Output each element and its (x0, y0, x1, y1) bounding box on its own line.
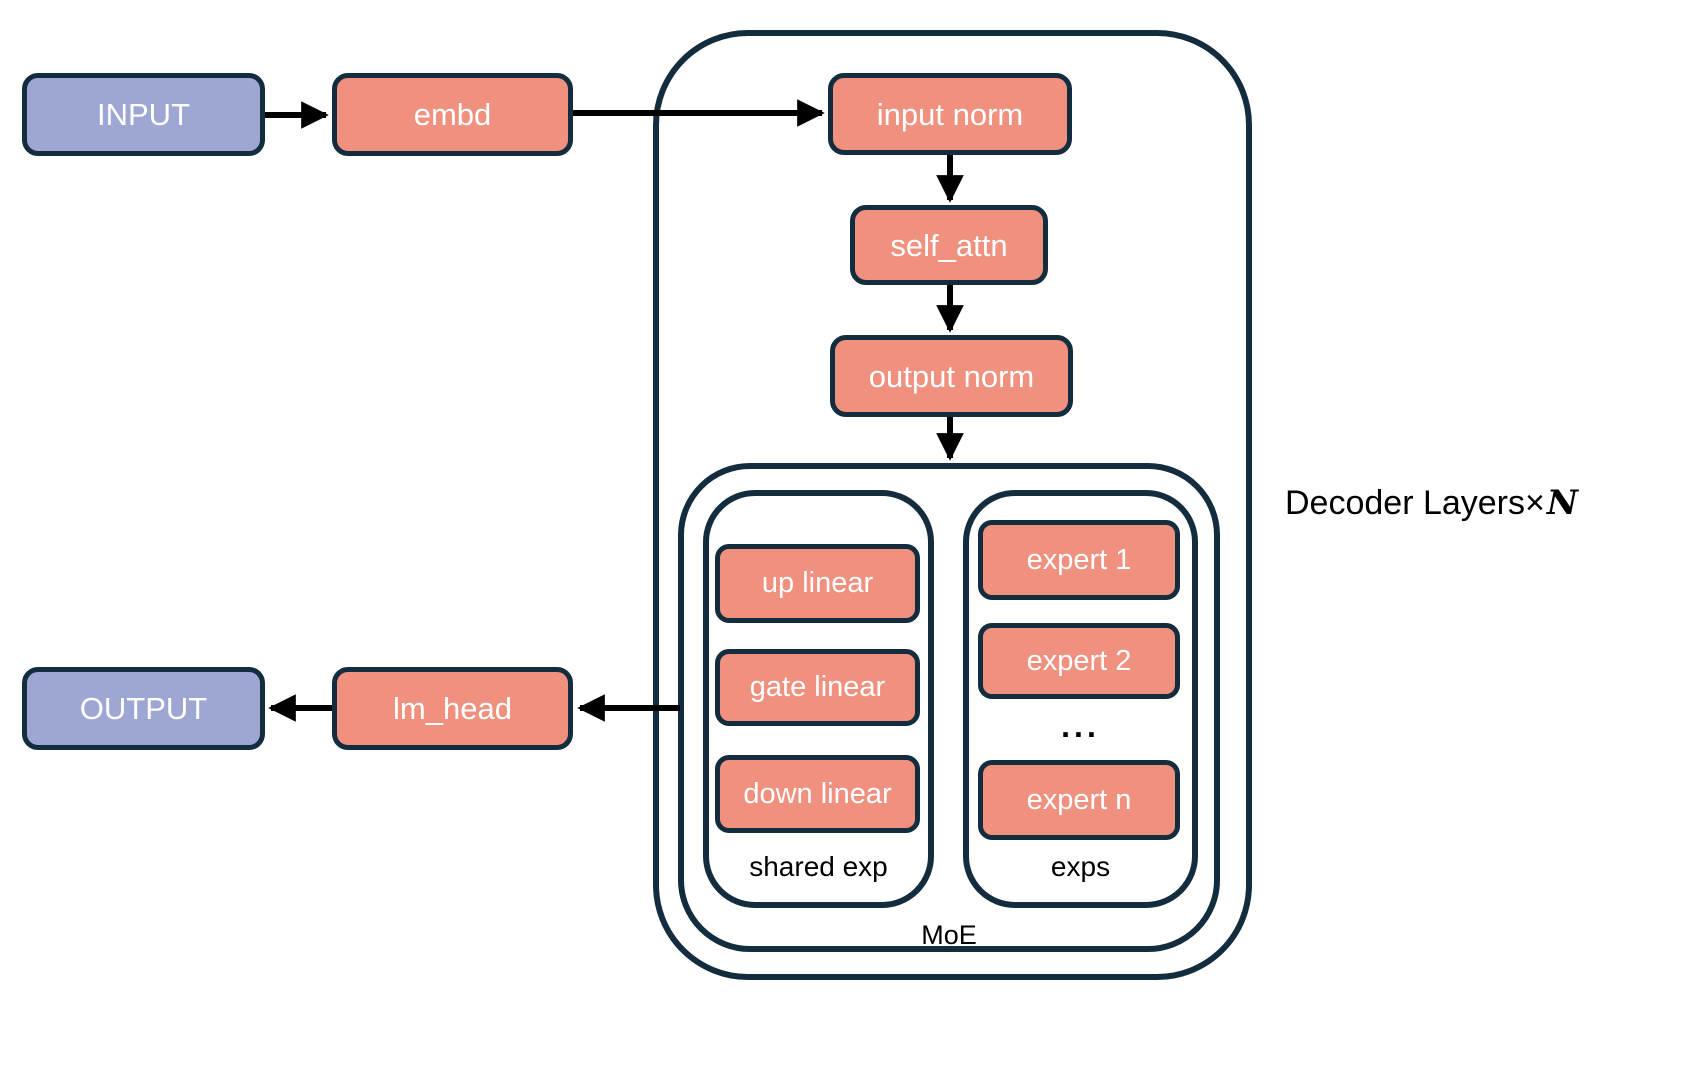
experts-ellipsis: ... (1061, 708, 1100, 744)
shared-exp-label: shared exp (749, 851, 888, 882)
node-expert-n: expert n (978, 760, 1180, 840)
times-sign: × (1525, 484, 1545, 522)
shared-exp-container (703, 490, 934, 908)
node-lm-head: lm_head (332, 667, 573, 750)
decoder-layers-container (653, 30, 1252, 980)
moe-label: MoE (921, 920, 977, 950)
node-gate-linear: gate linear (715, 649, 920, 726)
node-input: INPUT (22, 73, 265, 156)
node-down-linear: down linear (715, 755, 920, 833)
node-embd: embd (332, 73, 573, 156)
node-input-norm: input norm (828, 73, 1072, 155)
node-up-linear: up linear (715, 544, 920, 623)
n-variable: N (1546, 483, 1578, 523)
decoder-layers-label: Decoder Layers×N (1285, 486, 1578, 520)
moe-container (678, 463, 1220, 952)
node-expert-1: expert 1 (978, 520, 1180, 600)
exps-label: exps (1050, 851, 1111, 882)
exps-container (963, 490, 1198, 908)
node-self-attn: self_attn (850, 205, 1048, 285)
decoder-layers-text: Decoder Layers (1285, 484, 1526, 522)
node-expert-2: expert 2 (978, 623, 1180, 699)
node-output-norm: output norm (830, 335, 1073, 417)
node-output: OUTPUT (22, 667, 265, 750)
